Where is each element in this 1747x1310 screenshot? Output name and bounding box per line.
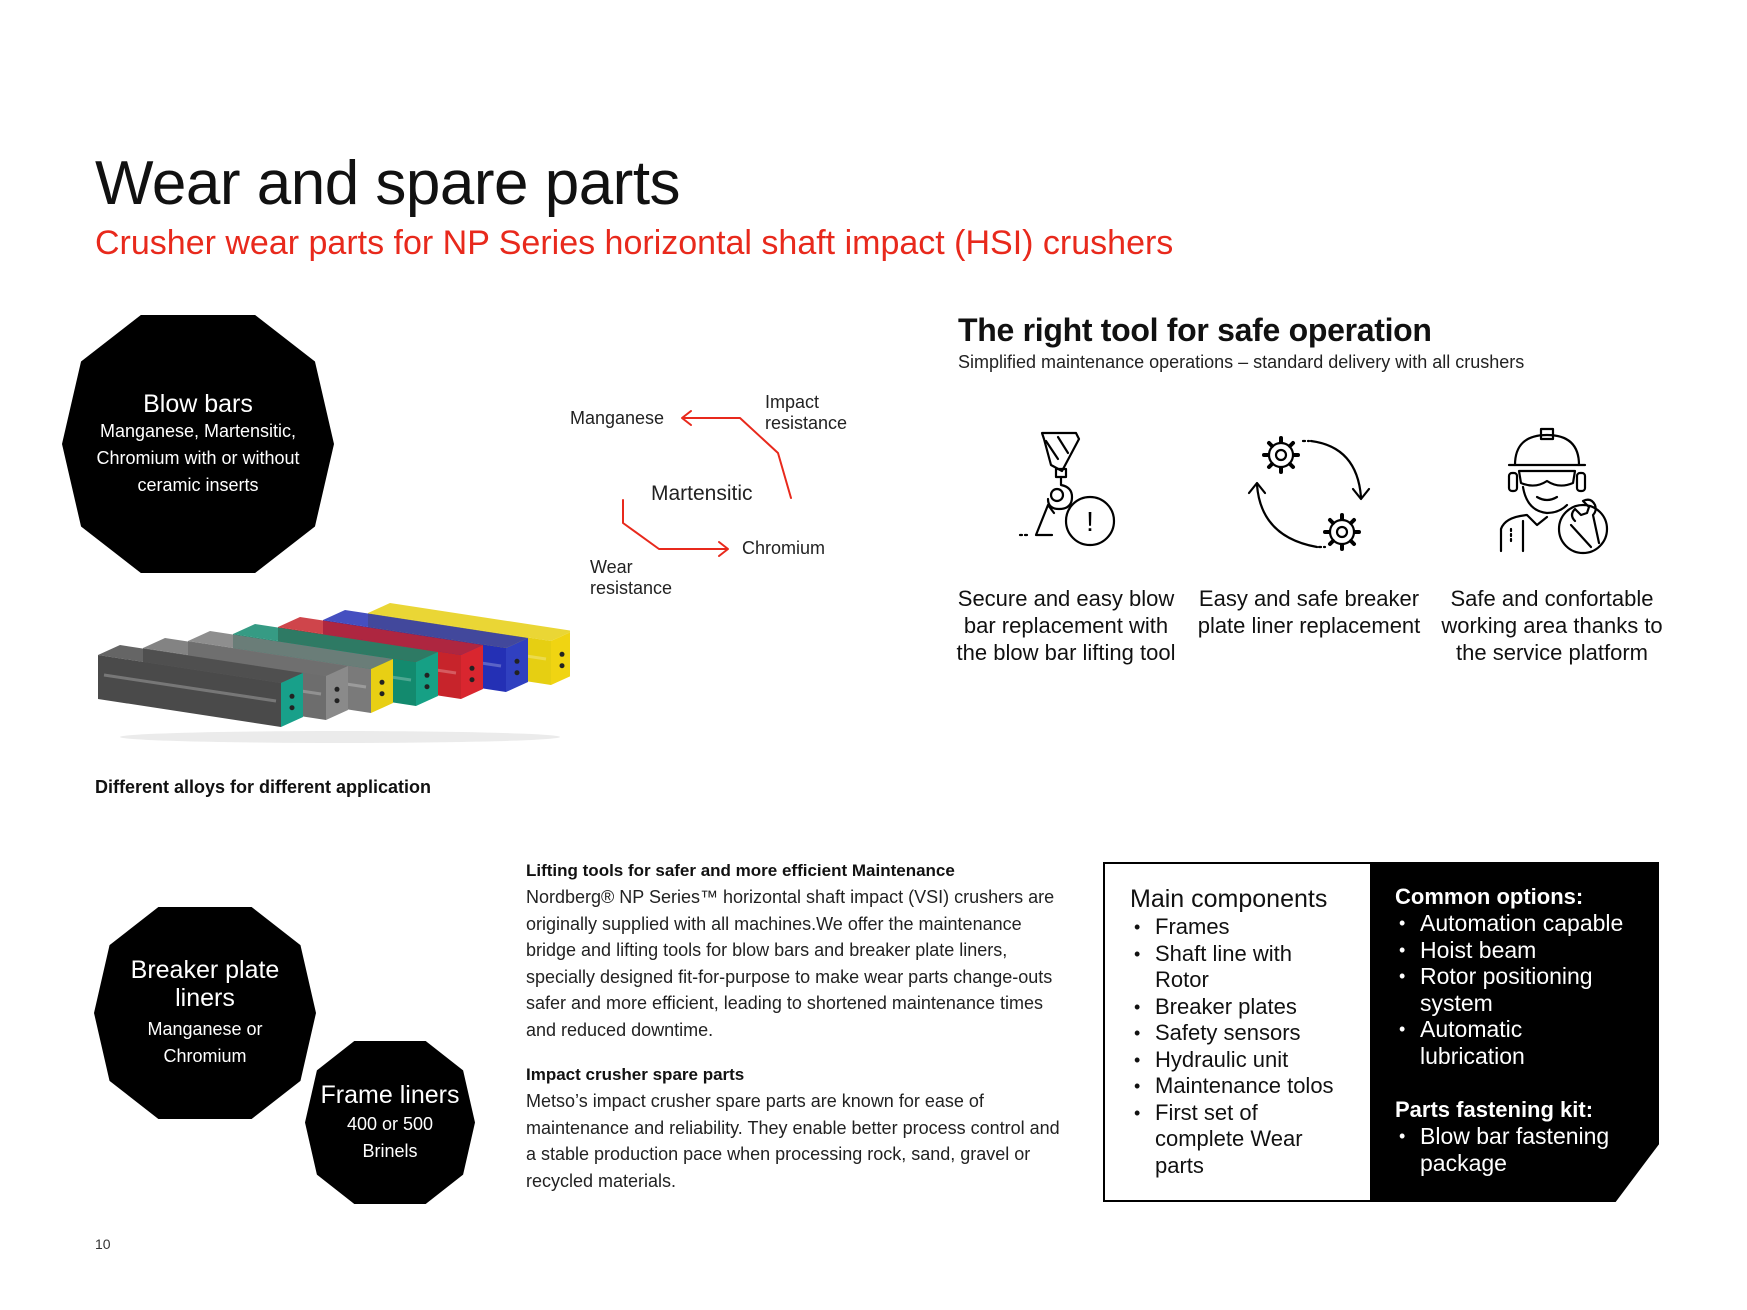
arrow-to-manganese — [683, 417, 792, 499]
common-options-list: Automation capable Hoist beam Rotor posi… — [1395, 910, 1659, 1069]
list-item: Safety sensors — [1130, 1020, 1370, 1047]
list-item: Breaker plates — [1130, 994, 1370, 1021]
arrow-to-chromium — [622, 499, 728, 550]
list-item: Automatic lubrication — [1395, 1016, 1555, 1069]
breaker-plate-badge: Breaker plate liners Manganese or Chromi… — [94, 907, 316, 1119]
bars-shadow — [120, 731, 560, 743]
tool-item-breaker: Easy and safe breaker plate liner replac… — [1194, 425, 1424, 639]
spare-parts-text: Metso’s impact crusher spare parts are k… — [526, 1091, 1060, 1191]
main-components-list: Frames Shaft line with Rotor Breaker pla… — [1130, 914, 1370, 1179]
tool-section-heading: The right tool for safe operation — [958, 312, 1432, 348]
main-components-title: Main components — [1130, 885, 1328, 913]
alloy-arrows — [622, 410, 792, 557]
worker-wrench-icon — [1499, 427, 1609, 555]
blow-bars-subtitle: Manganese, Martensitic, Chromium with or… — [96, 420, 300, 495]
tool-item-breaker-text: Easy and safe breaker plate liner replac… — [1197, 586, 1421, 638]
arrowhead-chromium — [718, 541, 729, 557]
tool-item-lifting: ! Secure and easy blow bar replacement w… — [951, 425, 1181, 666]
tool-section-subheading: Simplified maintenance operations – stan… — [958, 352, 1525, 372]
arrowhead-manganese — [681, 410, 692, 426]
list-item: First set of complete Wear parts — [1130, 1100, 1335, 1180]
frame-liners-title: Frame liners — [320, 1080, 460, 1109]
blow-bars-illustration — [98, 603, 573, 743]
list-item: Maintenance tolos — [1130, 1073, 1370, 1100]
tool-item-platform-text: Safe and confortable working area thanks… — [1441, 586, 1663, 665]
options-panel: Common options: Automation capable Hoist… — [1370, 862, 1659, 1202]
impact-resistance-label: Impact resistance — [765, 392, 848, 433]
parts-kit-title: Parts fastening kit: — [1395, 1097, 1594, 1122]
alloys-caption: Different alloys for different applicati… — [95, 777, 432, 797]
manganese-label: Manganese — [570, 408, 665, 428]
alloy-diagram: Manganese Impact resistance Martensitic … — [560, 385, 880, 610]
list-item: Hoist beam — [1395, 937, 1659, 964]
wear-resistance-label: Wear resistance — [590, 557, 673, 598]
lifting-tools-text: Nordberg® NP Series™ horizontal shaft im… — [526, 887, 1055, 1040]
common-options-title: Common options: — [1395, 884, 1584, 909]
tool-item-platform: Safe and confortable working area thanks… — [1432, 425, 1672, 666]
list-item: Rotor positioning system — [1395, 963, 1605, 1016]
breaker-plate-title: Breaker plate liners — [130, 956, 280, 1012]
tool-item-lifting-text: Secure and easy blow bar replacement wit… — [956, 586, 1176, 665]
frame-liners-subtitle: 400 or 500 Brinels — [346, 1113, 434, 1161]
list-item: Blow bar fastening package — [1395, 1123, 1635, 1176]
list-item: Automation capable — [1395, 910, 1659, 937]
svg-text:!: ! — [1086, 506, 1094, 537]
list-item: Shaft line with Rotor — [1130, 941, 1320, 994]
page-number: 10 — [95, 1236, 111, 1252]
blow-bars-image — [90, 595, 573, 745]
components-box: Main components Frames Shaft line with R… — [1103, 862, 1659, 1202]
parts-kit-list: Blow bar fastening package — [1395, 1123, 1659, 1176]
lifting-tools-heading: Lifting tools for safer and more efficie… — [526, 861, 955, 880]
main-components-panel: Main components Frames Shaft line with R… — [1103, 862, 1372, 1202]
martensitic-label: Martensitic — [651, 482, 753, 505]
blow-bars-badge: Blow bars Manganese, Martensitic, Chromi… — [62, 315, 334, 573]
breaker-plate-subtitle: Manganese or Chromium — [147, 1019, 263, 1066]
list-item: Frames — [1130, 914, 1370, 941]
spare-parts-heading: Impact crusher spare parts — [526, 1065, 745, 1084]
lifting-tools-section: Lifting tools for safer and more efficie… — [526, 858, 1066, 1043]
page-title: Wear and spare parts — [95, 149, 681, 218]
gears-cycle-icon — [1247, 436, 1371, 551]
chromium-label: Chromium — [742, 538, 826, 558]
blow-bars-title: Blow bars — [143, 389, 253, 418]
list-item: Hydraulic unit — [1130, 1047, 1370, 1074]
blow-bar — [98, 645, 303, 727]
crane-hook-warning-icon: ! — [1018, 431, 1116, 547]
spare-parts-section: Impact crusher spare parts Metso’s impac… — [526, 1062, 1066, 1194]
page-subtitle: Crusher wear parts for NP Series horizon… — [95, 224, 1174, 262]
frame-liners-badge: Frame liners 400 or 500 Brinels — [305, 1041, 475, 1204]
